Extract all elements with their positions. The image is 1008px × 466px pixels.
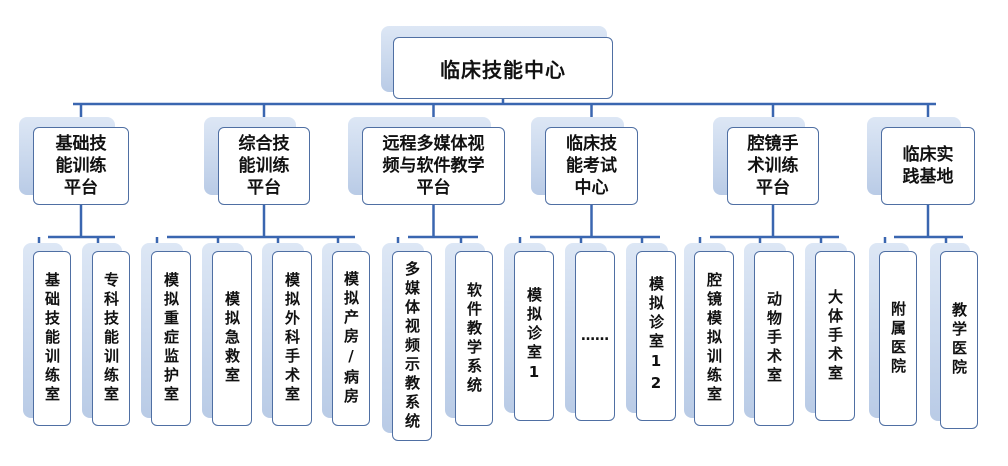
platform-node: 腔镜手术训练平台 [727, 127, 819, 205]
room-node: 模拟诊室1 [514, 251, 554, 421]
room-label: …… [581, 328, 609, 344]
room-node: 模拟产房/病房 [332, 251, 370, 426]
room-node: 腔镜模拟训练室 [694, 251, 734, 426]
room-label: 模拟产房/病房 [342, 270, 360, 407]
root-node: 临床技能中心 [393, 37, 613, 99]
platform-label: 远程多媒体视频与软件教学平台 [382, 134, 485, 198]
room-label: 专科技能训练室 [102, 272, 120, 405]
room-node: 大体手术室 [815, 251, 855, 421]
room-node: 附属医院 [879, 251, 917, 426]
room-node: …… [575, 251, 615, 421]
room-label: 腔镜模拟训练室 [705, 272, 723, 405]
room-node: 模拟急救室 [212, 251, 252, 426]
platform-node: 临床技能考试中心 [545, 127, 638, 205]
room-label: 模拟外科手术室 [283, 272, 301, 405]
platform-label: 临床实践基地 [902, 145, 954, 187]
room-label: 大体手术室 [826, 288, 844, 384]
room-label: 模拟诊室12 [647, 276, 665, 396]
platform-label: 综合技能训练平台 [238, 134, 290, 198]
platform-node: 远程多媒体视频与软件教学平台 [362, 127, 505, 205]
room-label: 多媒体视频示教系统 [403, 260, 421, 432]
room-node: 专科技能训练室 [92, 251, 130, 426]
room-label: 模拟诊室1 [525, 287, 543, 385]
room-label: 教学医院 [950, 302, 968, 378]
platform-label: 基础技能训练平台 [55, 134, 107, 198]
room-node: 多媒体视频示教系统 [392, 251, 432, 441]
room-label: 基础技能训练室 [43, 272, 61, 405]
platform-node: 临床实践基地 [881, 127, 975, 205]
room-node: 基础技能训练室 [33, 251, 71, 426]
room-label: 软件教学系统 [465, 281, 483, 396]
room-label: 动物手术室 [765, 291, 783, 386]
platform-node: 综合技能训练平台 [218, 127, 310, 205]
room-node: 模拟诊室12 [636, 251, 676, 421]
room-label: 模拟重症监护室 [162, 272, 180, 405]
room-node: 软件教学系统 [455, 251, 493, 426]
room-node: 教学医院 [940, 251, 978, 429]
platform-node: 基础技能训练平台 [33, 127, 129, 205]
room-label: 附属医院 [889, 300, 907, 377]
root-label: 临床技能中心 [440, 57, 566, 82]
platform-label: 腔镜手术训练平台 [747, 134, 799, 198]
room-node: 动物手术室 [754, 251, 794, 426]
platform-label: 临床技能考试中心 [566, 134, 617, 198]
room-label: 模拟急救室 [223, 291, 241, 386]
room-node: 模拟外科手术室 [272, 251, 312, 426]
room-node: 模拟重症监护室 [151, 251, 191, 426]
